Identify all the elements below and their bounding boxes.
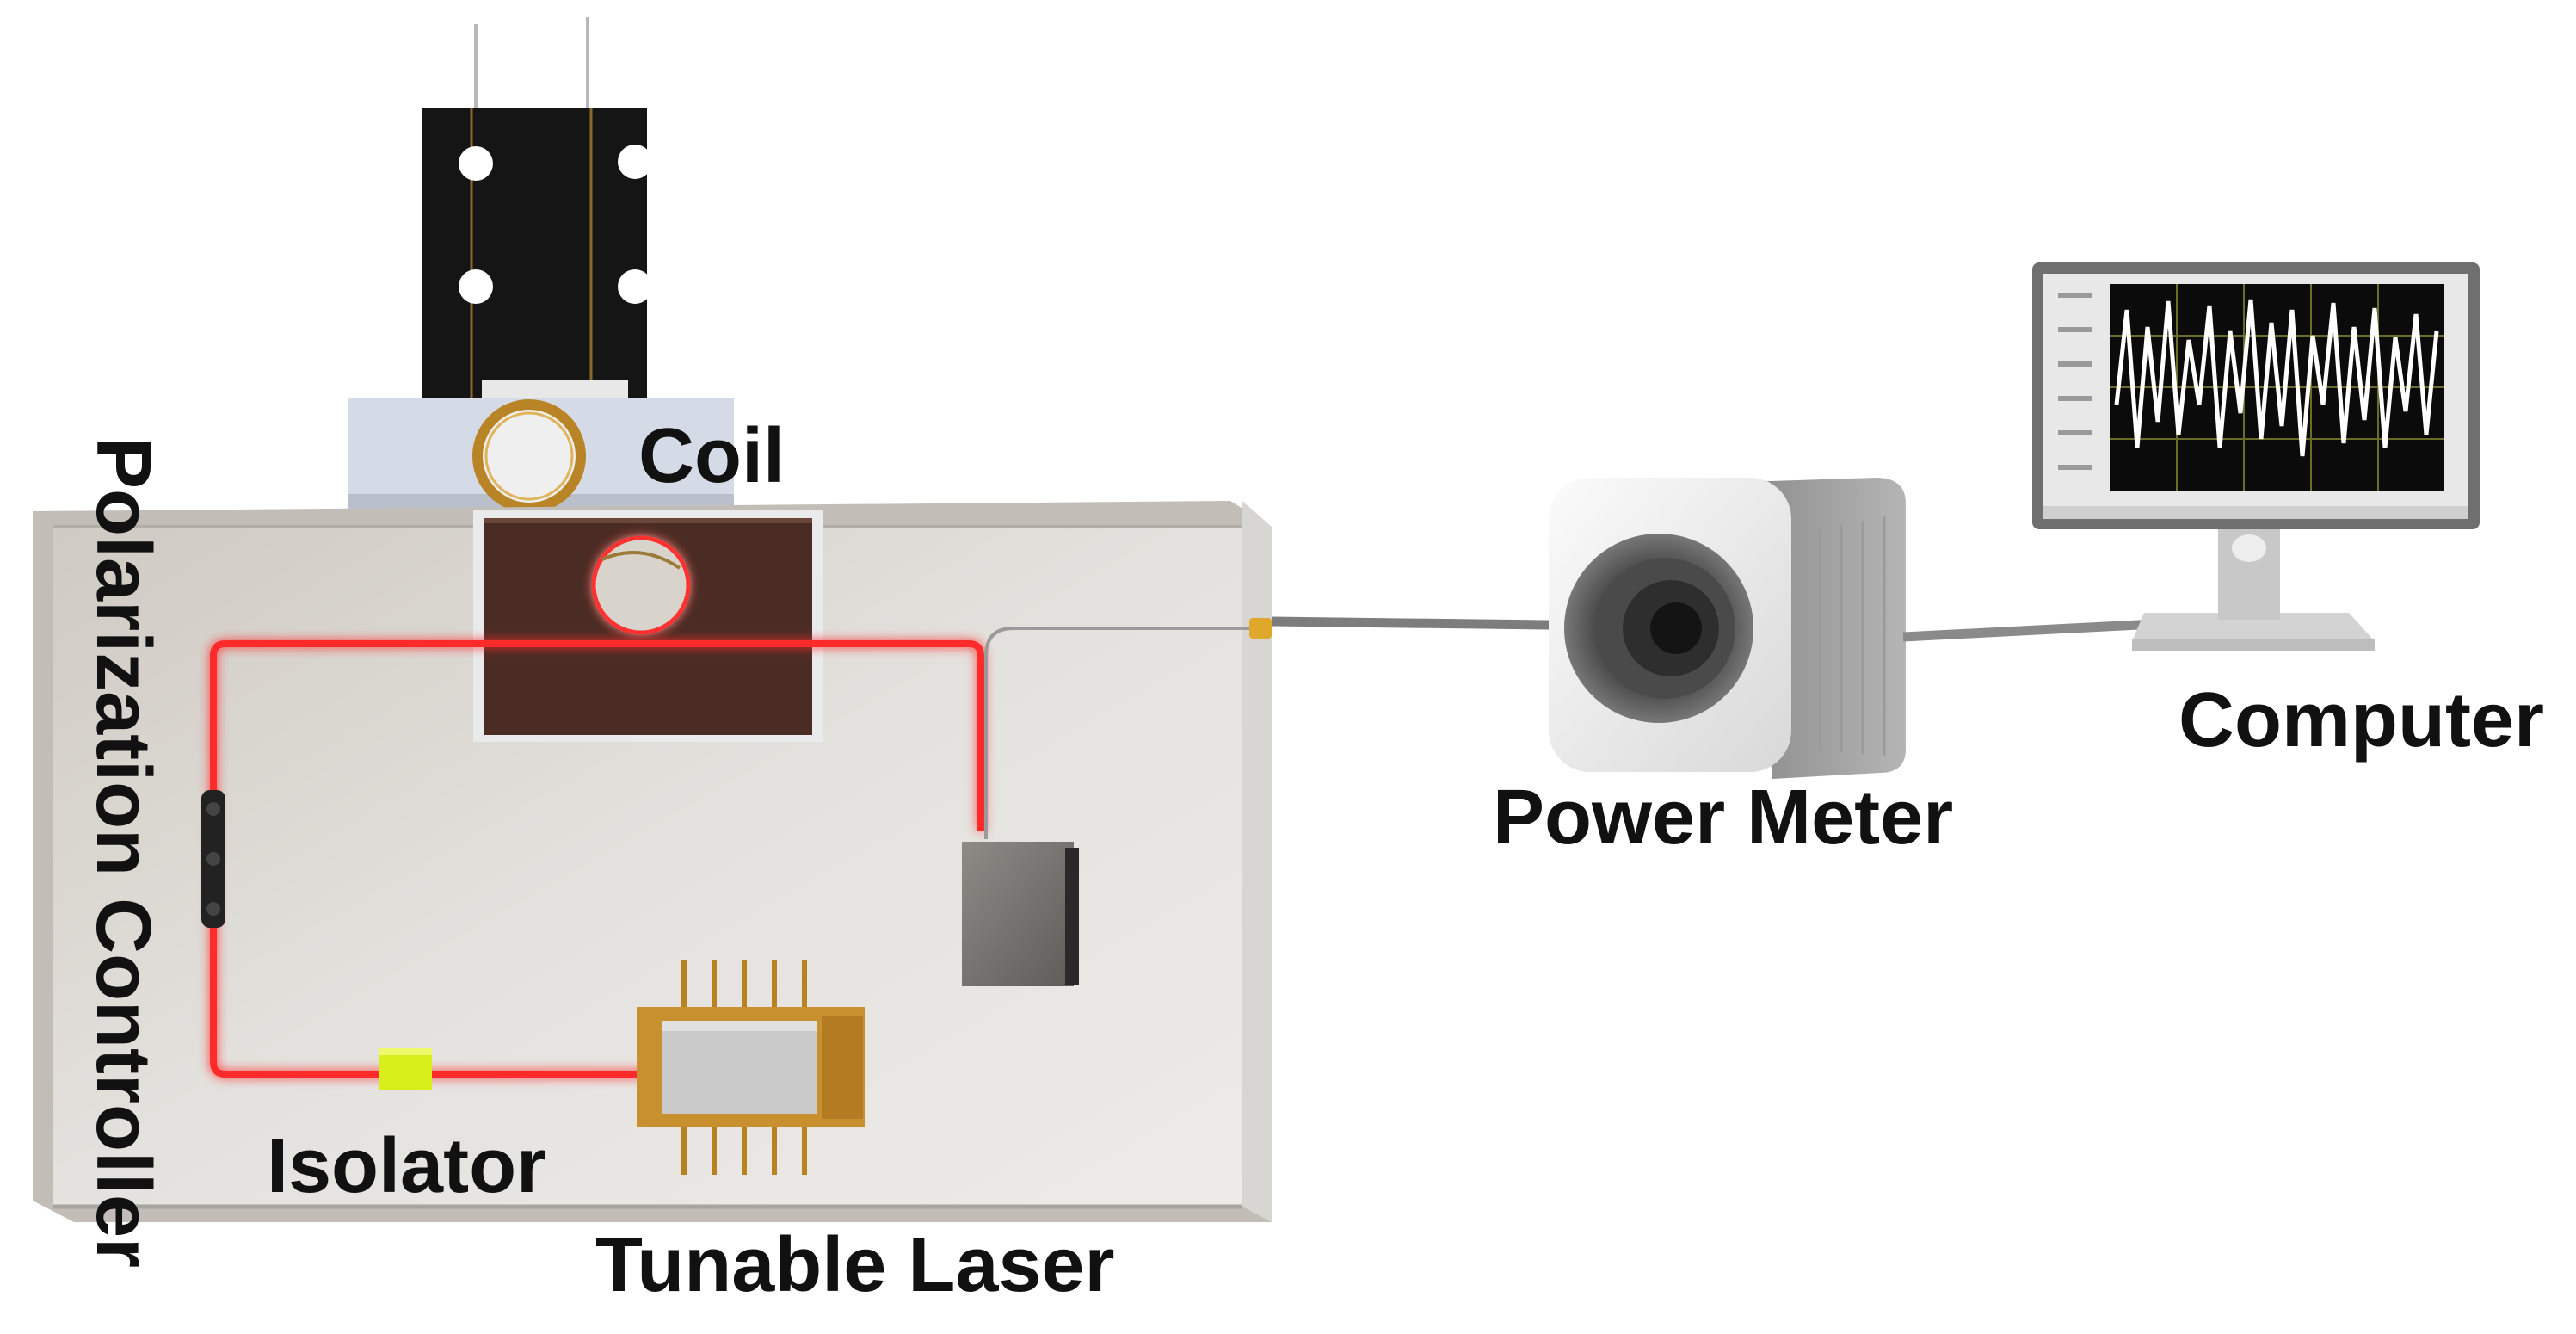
polarization-controller-label: Polarization Controller — [80, 437, 166, 1269]
coil-icon — [472, 399, 586, 513]
tunable-laser-label: Tunable Laser — [595, 1222, 1115, 1308]
isolator-icon — [379, 1048, 432, 1090]
polarization-controller-icon — [201, 790, 225, 928]
coil-chamber — [473, 510, 823, 742]
sample-holder-icon — [422, 17, 652, 448]
isolator-label: Isolator — [267, 1123, 547, 1209]
output-fiber — [984, 618, 1272, 839]
tunable-laser-icon — [637, 960, 865, 1175]
cable-to-computer — [1902, 619, 2156, 642]
detector-box — [962, 842, 1079, 986]
power-meter-label: Power Meter — [1493, 775, 1954, 861]
power-meter-icon — [1549, 478, 1906, 779]
coil-label: Coil — [638, 413, 785, 499]
computer-icon — [2032, 262, 2480, 651]
computer-label: Computer — [2179, 677, 2544, 763]
